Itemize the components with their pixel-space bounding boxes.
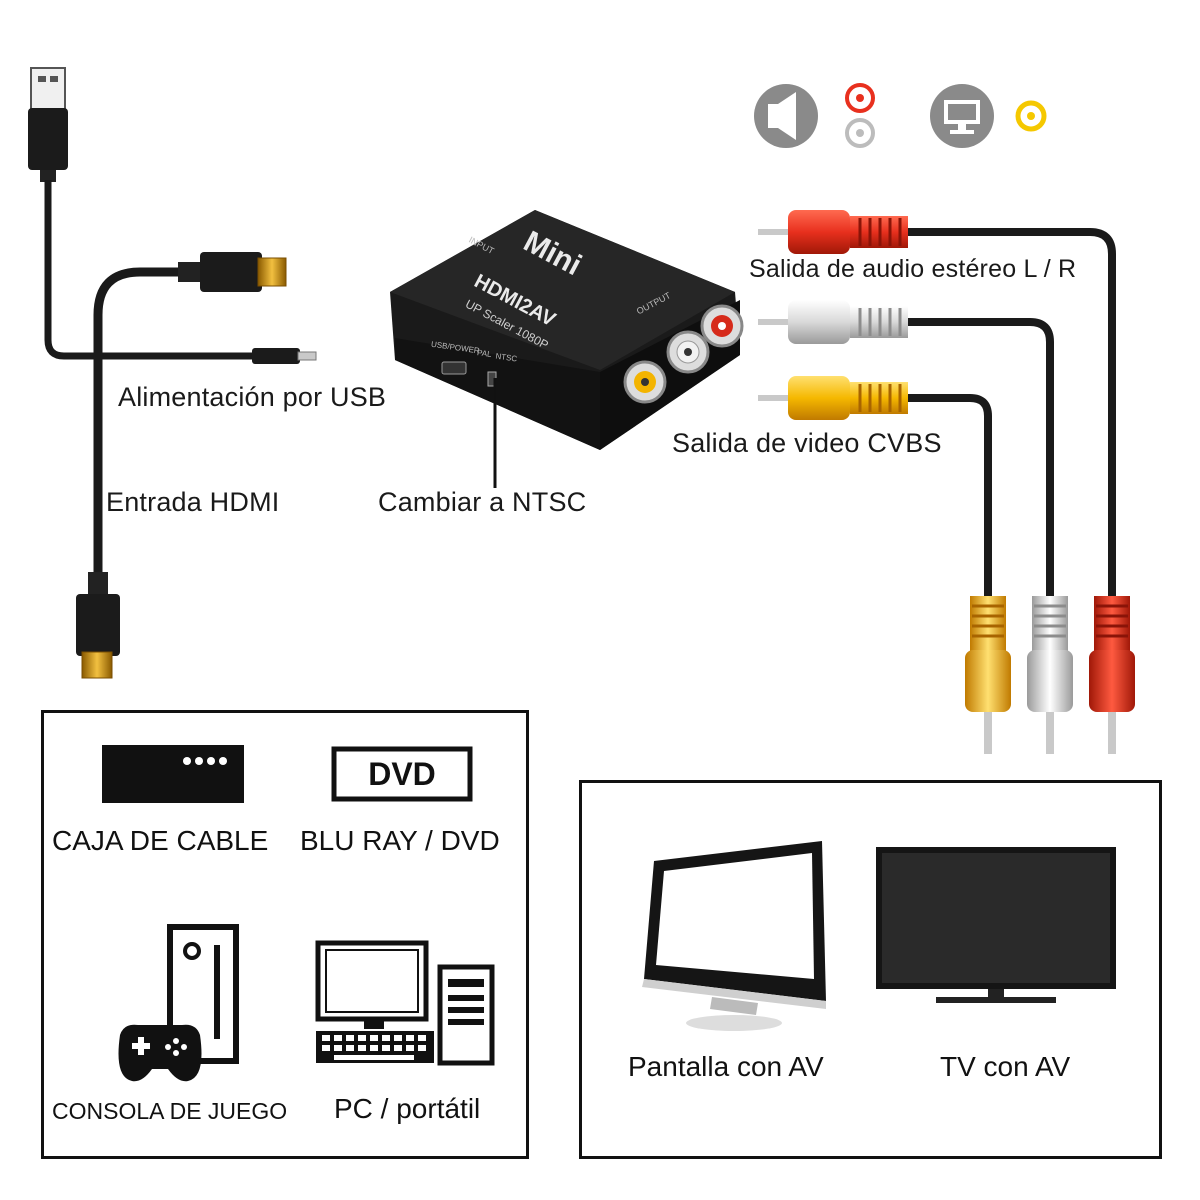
rca-cables bbox=[758, 210, 1135, 754]
monitor-icon bbox=[930, 84, 994, 148]
usb-plug-icon bbox=[28, 67, 68, 182]
monitor-av-label: Pantalla con AV bbox=[628, 1051, 824, 1082]
rca-red-white-icon bbox=[845, 83, 875, 148]
rca-plug-white-horizontal bbox=[758, 300, 908, 344]
cable-box-label: CAJA DE CABLE bbox=[52, 825, 269, 856]
usb-hdmi-cable bbox=[28, 67, 317, 679]
rca-plug-red-vertical bbox=[1089, 596, 1135, 754]
speaker-icon bbox=[754, 84, 818, 148]
adapter-ntsc-label: NTSC bbox=[495, 352, 518, 364]
rca-plug-yellow-horizontal bbox=[758, 376, 908, 420]
dvd-logo-text: DVD bbox=[368, 756, 436, 792]
adapter-pal-label: PAL bbox=[477, 348, 493, 359]
audio-out-label: Salida de audio estéreo L / R bbox=[749, 255, 1077, 283]
usb-power-label: Alimentación por USB bbox=[118, 382, 387, 412]
adapter-jack-red bbox=[700, 304, 744, 348]
rca-plug-white-vertical bbox=[1027, 596, 1073, 754]
adapter-usb-port bbox=[441, 361, 467, 375]
rca-plug-yellow-vertical bbox=[965, 596, 1011, 754]
gamepad-icon bbox=[118, 1024, 202, 1082]
bluray-dvd-label: BLU RAY / DVD bbox=[300, 825, 500, 856]
adapter-jack-white bbox=[666, 330, 710, 374]
dc-barrel-plug-icon bbox=[252, 348, 317, 364]
sources-panel: DVD bbox=[41, 710, 529, 1159]
ntsc-switch-label: Cambiar a NTSC bbox=[378, 487, 587, 517]
tv-av-label: TV con AV bbox=[940, 1051, 1071, 1082]
hdmi2av-adapter: Mini HDMI2AV UP Scaler 1080P INPUT OUTPU… bbox=[390, 210, 744, 450]
hdmi-input-label: Entrada HDMI bbox=[106, 487, 280, 517]
display-icons bbox=[642, 841, 1116, 1031]
monitor-display-icon bbox=[642, 841, 826, 1031]
hdmi-connector-bottom-icon bbox=[76, 572, 120, 679]
adapter-jack-yellow bbox=[623, 360, 667, 404]
hdmi-connector-top-icon bbox=[178, 252, 287, 292]
rca-plug-red-horizontal bbox=[758, 210, 908, 254]
console-label: CONSOLA DE JUEGO bbox=[52, 1098, 288, 1124]
tv-display-icon bbox=[876, 847, 1116, 1003]
video-out-label: Salida de video CVBS bbox=[672, 428, 942, 458]
sources-icons: DVD bbox=[102, 745, 495, 1082]
pc-icon bbox=[315, 940, 495, 1066]
displays-panel: Pantalla con AV TV con AV bbox=[579, 780, 1162, 1159]
rca-yellow-icon bbox=[1015, 100, 1047, 132]
dvd-logo-icon: DVD bbox=[331, 746, 473, 802]
pc-label: PC / portátil bbox=[334, 1093, 481, 1124]
cable-box-icon bbox=[102, 745, 244, 803]
